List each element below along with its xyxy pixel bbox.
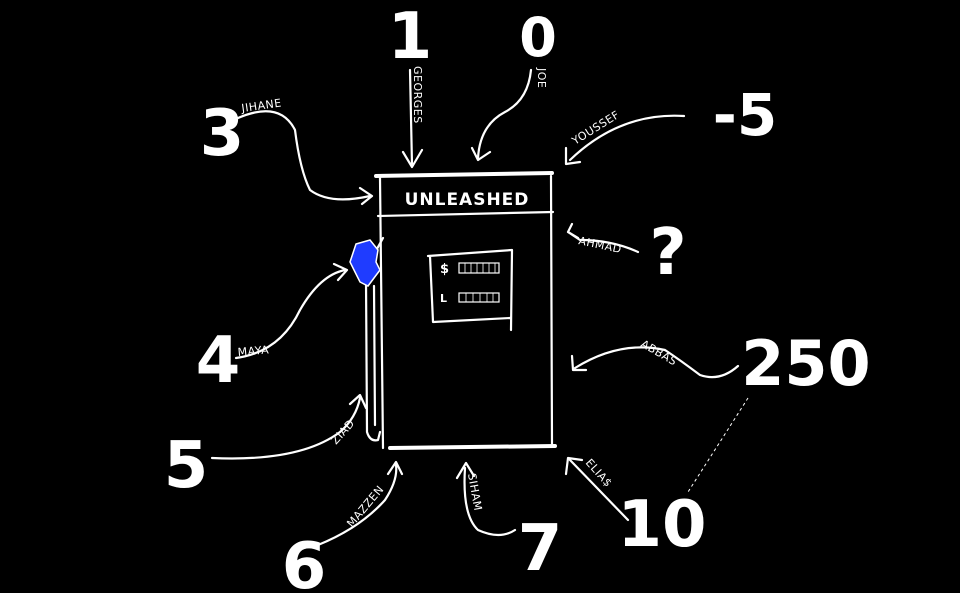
value-abbas: 250: [741, 327, 870, 400]
names: GEORGES JOE JIHANE YOUSSEF AHMAD MAYA AB…: [237, 66, 679, 530]
arrow-georges: [401, 68, 424, 169]
name-ahmad: AHMAD: [577, 234, 623, 256]
value-maya: 4: [196, 324, 241, 398]
price-symbol: $: [440, 262, 449, 277]
arrow-ahmad: [566, 222, 640, 254]
value-ziad: 5: [164, 429, 209, 503]
display-frame: [426, 248, 514, 332]
arrow-jihane: [236, 110, 374, 206]
pump-left-side: [378, 176, 385, 450]
value-youssef: -5: [713, 81, 777, 149]
dashed-link-250-to-10: [687, 397, 749, 493]
arrow-maya: [234, 262, 349, 360]
value-elias: 10: [617, 488, 706, 562]
pump-top-line: [374, 171, 554, 178]
estimate-values: 1 0 3 -5 ? 4 250 5 6 7 10: [164, 0, 871, 593]
hose-inner: [372, 284, 377, 427]
pump-base-line: [388, 444, 557, 450]
gas-pump: UNLEASHED $ L: [349, 171, 557, 450]
value-ahmad: ?: [649, 216, 686, 290]
pump-title: UNLEASHED: [405, 190, 530, 210]
arrow-abbas: [570, 346, 740, 379]
pump-display: $ L: [426, 248, 514, 332]
value-jihane: 3: [200, 97, 245, 171]
arrow-elias: [564, 456, 630, 522]
litre-symbol: L: [440, 292, 447, 305]
litre-counter-digits: [465, 293, 494, 302]
arrow-joe: [470, 68, 533, 162]
name-georges: GEORGES: [411, 66, 424, 124]
value-siham: 7: [518, 512, 563, 586]
name-maya: MAYA: [237, 343, 270, 359]
name-elias: ELIA$: [583, 456, 615, 489]
name-ziad: ZIAD: [329, 417, 358, 447]
arrow-youssef: [564, 114, 686, 166]
pump-right-side: [549, 174, 554, 447]
value-georges: 1: [388, 0, 433, 74]
value-mazzen: 6: [282, 530, 327, 593]
hose-outer: [364, 278, 382, 442]
price-counter-digits: [464, 263, 496, 273]
arrow-ziad: [210, 393, 368, 460]
name-siham: SIHAM: [465, 472, 484, 512]
name-jihane: JIHANE: [240, 96, 283, 115]
pump-nozzle: [349, 239, 381, 287]
litre-counter: [458, 292, 500, 303]
arrow-mazzen: [316, 460, 404, 547]
value-joe: 0: [519, 6, 557, 69]
arrows: [210, 68, 749, 547]
price-counter: [458, 262, 500, 274]
pump-header-divider: [376, 210, 555, 218]
name-abbas: ABBAS: [639, 337, 680, 368]
arrow-siham: [455, 461, 517, 537]
name-joe: JOE: [535, 67, 548, 88]
